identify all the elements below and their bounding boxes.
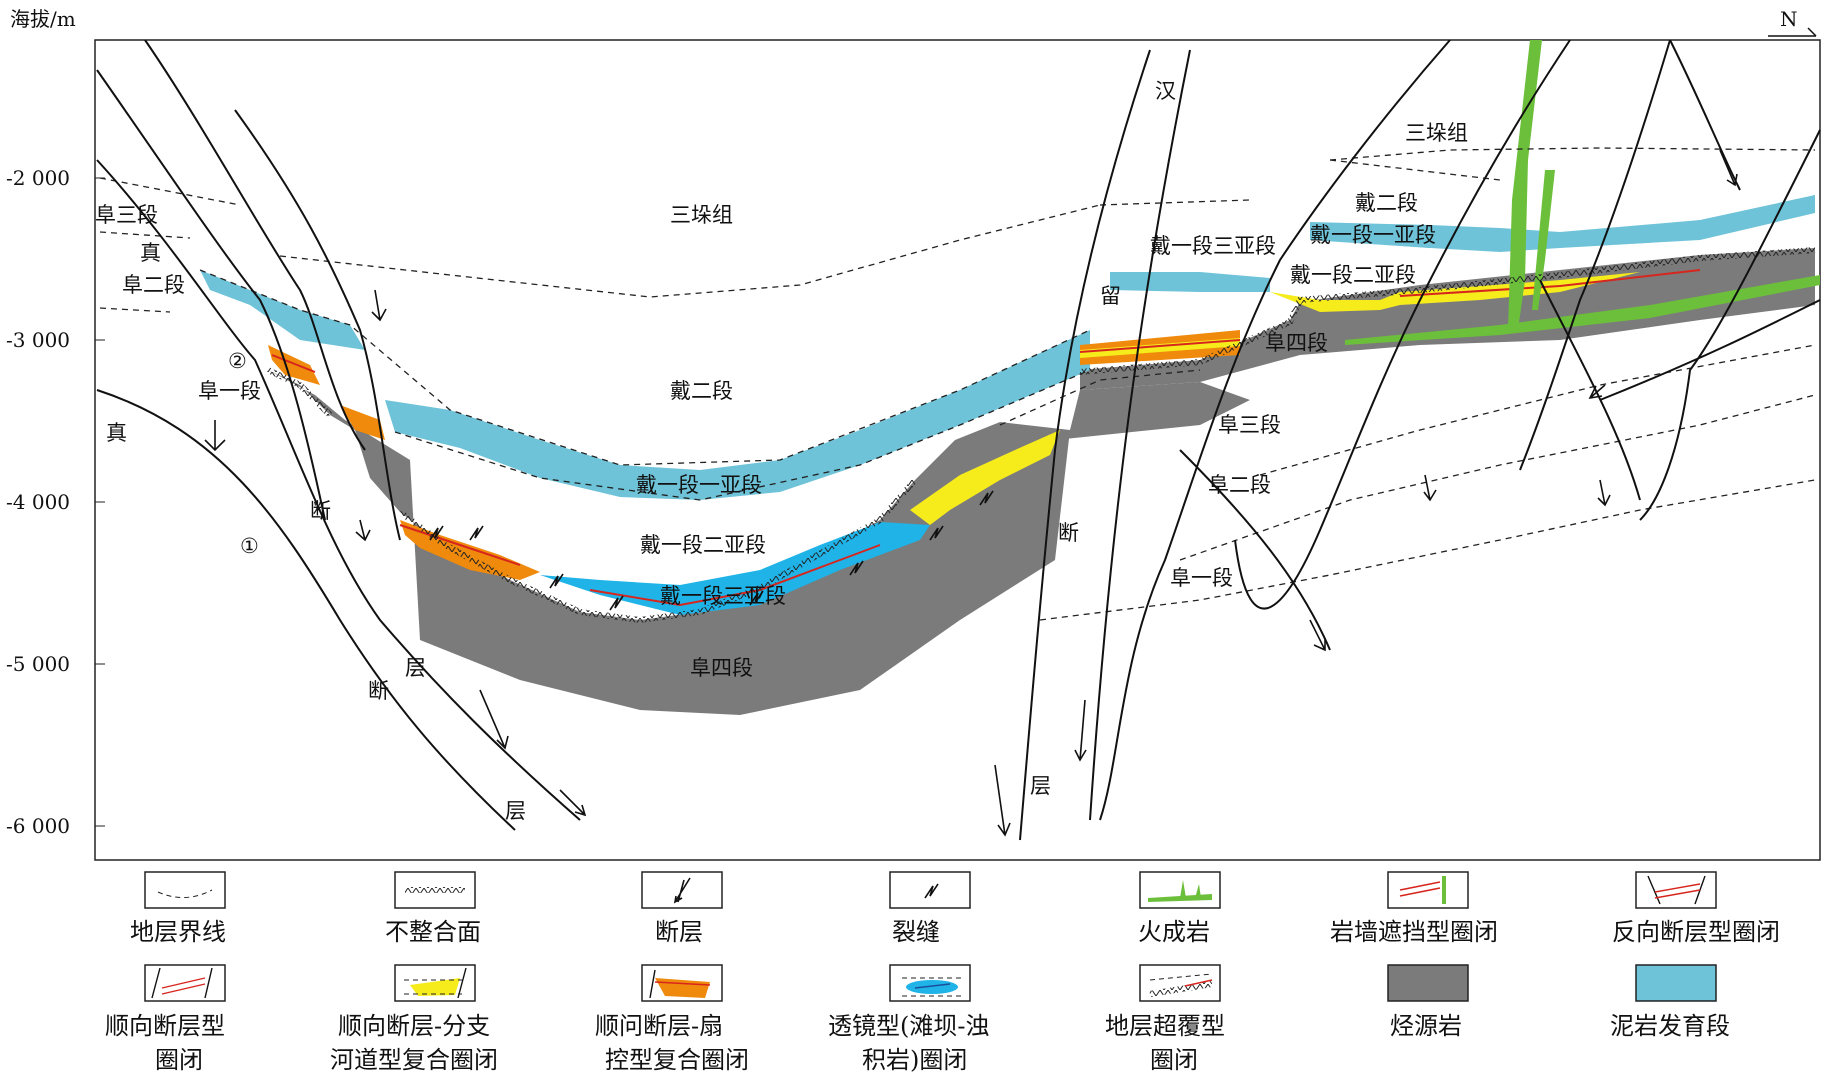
ytick-label: -5 000 <box>6 652 70 676</box>
label-daiyi2: 戴一段二亚段 <box>640 533 766 557</box>
svg-text:积岩)圈闭: 积岩)圈闭 <box>862 1046 967 1074</box>
svg-text:地层超覆型: 地层超覆型 <box>1105 1012 1225 1040</box>
legend-item-lens-trap: 透镜型(滩坝-浊 积岩)圈闭 <box>828 964 989 1074</box>
legend-item-fan-trap: 顺问断层-扇 控型复合圈闭 <box>595 964 749 1074</box>
label-ceng-left1: 层 <box>405 656 426 680</box>
svg-text:透镜型(滩坝-浊: 透镜型(滩坝-浊 <box>828 1012 989 1040</box>
label-sanduozu-right: 三垛组 <box>1405 121 1468 145</box>
label-sanduozu: 三垛组 <box>670 203 733 227</box>
svg-text:泥岩发育段: 泥岩发育段 <box>1610 1012 1730 1040</box>
label-fusan-left: 阜三段 <box>95 203 158 227</box>
legend-item-source-rock: 烃源岩 <box>1387 964 1469 1040</box>
legend-item-channel-trap: 顺向断层-分支 河道型复合圈闭 <box>330 964 498 1074</box>
label-circle2: ② <box>228 349 247 373</box>
legend-item-igneous: 火成岩 <box>1138 871 1221 946</box>
legend: 地层界线 不整合面 断层 裂缝 火成岩 岩墙遮挡型圈闭 <box>105 871 1780 1074</box>
mudstone-layers <box>200 195 1815 500</box>
label-duan-left2: 断 <box>368 679 389 703</box>
fracture-icons <box>429 490 994 611</box>
ytick-label: -3 000 <box>6 328 70 352</box>
svg-text:岩墙遮挡型圈闭: 岩墙遮挡型圈闭 <box>1330 918 1498 946</box>
ytick-label: -2 000 <box>6 166 70 190</box>
stratum-boundaries <box>99 147 1816 621</box>
label-duan-mid: 断 <box>1058 521 1079 545</box>
svg-text:烃源岩: 烃源岩 <box>1390 1012 1462 1040</box>
label-han: 汉 <box>1155 79 1176 103</box>
legend-item-fracture: 裂缝 <box>889 871 971 946</box>
label-daiyi1: 戴一段一亚段 <box>636 473 762 497</box>
svg-text:断层: 断层 <box>655 918 703 946</box>
legend-item-normal-fault-trap: 顺向断层型 圈闭 <box>105 964 226 1074</box>
label-liu: 留 <box>1100 284 1121 308</box>
label-daiyi3-right: 戴一段三亚段 <box>1150 234 1276 258</box>
label-fuyi-left: 阜一段 <box>198 379 261 403</box>
fault-lines <box>96 39 1821 841</box>
north-arrow-icon: N <box>1768 7 1817 37</box>
fault-arrow-icons <box>204 149 1738 837</box>
label-daiyi2-right: 戴一段二亚段 <box>1290 263 1416 287</box>
label-fusi-right: 阜四段 <box>1265 331 1328 355</box>
label-ceng-left2: 层 <box>505 799 526 823</box>
svg-text:河道型复合圈闭: 河道型复合圈闭 <box>330 1046 498 1074</box>
svg-text:N: N <box>1780 7 1798 31</box>
stratum-labels: 三垛组 戴二段 戴一段一亚段 戴一段二亚段 戴一段三亚段 阜四段 阜三段 真 阜… <box>95 79 1468 823</box>
yaxis-title: 海拔/m <box>10 7 76 31</box>
svg-text:不整合面: 不整合面 <box>385 918 481 946</box>
unconformity-lines <box>266 247 1816 624</box>
svg-text:顺向断层-分支: 顺向断层-分支 <box>338 1012 490 1040</box>
source-rock-layer <box>268 248 1815 715</box>
svg-text:裂缝: 裂缝 <box>892 918 940 946</box>
legend-item-dike-trap: 岩墙遮挡型圈闭 <box>1330 871 1498 946</box>
legend-item-fault: 断层 <box>641 871 723 946</box>
legend-item-unconformity: 不整合面 <box>385 871 481 946</box>
label-fuer-left: 阜二段 <box>122 273 185 297</box>
label-duan-left1: 断 <box>310 499 331 523</box>
svg-text:地层界线: 地层界线 <box>130 918 226 946</box>
label-fuer-right: 阜二段 <box>1208 473 1271 497</box>
svg-text:火成岩: 火成岩 <box>1138 918 1210 946</box>
label-daier-right: 戴二段 <box>1355 191 1418 215</box>
label-fusan-right: 阜三段 <box>1218 413 1281 437</box>
svg-text:顺问断层-扇: 顺问断层-扇 <box>595 1012 723 1040</box>
svg-text:控型复合圈闭: 控型复合圈闭 <box>605 1046 749 1074</box>
label-zhen-upper: 真 <box>140 241 161 265</box>
label-daiyi1-right: 戴一段一亚段 <box>1310 223 1436 247</box>
label-daier: 戴二段 <box>670 379 733 403</box>
svg-text:反向断层型圈闭: 反向断层型圈闭 <box>1612 918 1780 946</box>
legend-item-overlap-trap: 地层超覆型 圈闭 <box>1105 964 1225 1074</box>
yaxis-ticks: -2 000 -3 000 -4 000 -5 000 -6 000 <box>6 166 105 838</box>
legend-item-boundary: 地层界线 <box>130 871 226 946</box>
label-fuyi-right: 阜一段 <box>1170 566 1233 590</box>
svg-text:圈闭: 圈闭 <box>155 1046 203 1074</box>
svg-text:顺向断层型: 顺向断层型 <box>105 1012 225 1040</box>
label-daiyi3: 戴一段三亚段 <box>660 584 786 608</box>
label-ceng-mid: 层 <box>1030 774 1051 798</box>
ytick-label: -6 000 <box>6 814 70 838</box>
svg-text:圈闭: 圈闭 <box>1150 1046 1198 1074</box>
label-fusi: 阜四段 <box>690 656 753 680</box>
legend-item-reverse-fault-trap: 反向断层型圈闭 <box>1612 871 1780 946</box>
ytick-label: -4 000 <box>6 490 70 514</box>
trap-lines <box>271 269 1701 607</box>
label-zhen-lower: 真 <box>106 421 127 445</box>
legend-item-mudstone: 泥岩发育段 <box>1610 964 1730 1040</box>
label-circle1: ① <box>240 534 259 558</box>
